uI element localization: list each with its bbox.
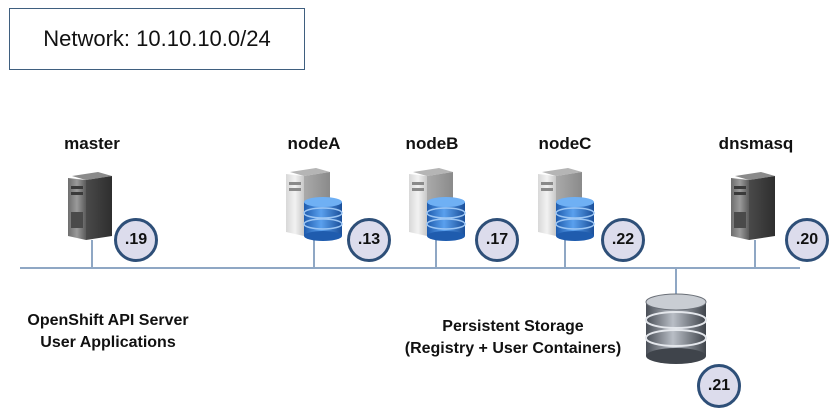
storage-database-icon	[645, 293, 707, 364]
ip-badge-nodec: .22	[601, 218, 645, 262]
master-caption: OpenShift API Server User Applications	[27, 310, 188, 354]
ip-badge-nodea-label: .13	[357, 231, 381, 248]
host-label-dnsmasq: dnsmasq	[718, 134, 794, 153]
ip-badge-nodeb: .17	[475, 218, 519, 262]
drop-storage	[675, 268, 677, 294]
nodeb-server-icon	[409, 168, 466, 241]
dnsmasq-server-icon	[731, 172, 775, 240]
host-label-nodea: nodeA	[287, 134, 341, 153]
master-caption-line2: User Applications	[40, 334, 176, 351]
ip-badge-dnsmasq-label: .20	[795, 231, 819, 248]
drop-nodea	[313, 240, 315, 268]
storage-caption-line1: Persistent Storage	[442, 318, 584, 335]
master-caption-line1: OpenShift API Server	[27, 312, 189, 329]
storage-caption: Persistent Storage (Registry + User Cont…	[405, 316, 622, 360]
nodec-server-icon	[538, 168, 595, 241]
host-label-master: master	[64, 134, 120, 153]
ip-badge-nodea: .13	[347, 218, 391, 262]
network-label: Network: 10.10.10.0/24	[43, 26, 271, 51]
drop-nodeb	[435, 240, 437, 268]
host-label-nodec: nodeC	[538, 134, 592, 153]
storage-caption-line2: (Registry + User Containers)	[404, 340, 622, 357]
ip-badge-nodeb-label: .17	[485, 231, 509, 248]
host-label-nodeb: nodeB	[405, 134, 459, 153]
ip-badge-master-label: .19	[124, 231, 148, 248]
drop-master	[91, 240, 93, 268]
nodea-server-icon	[286, 168, 343, 241]
master-server-icon	[68, 172, 112, 240]
ip-badge-master: .19	[114, 218, 158, 262]
drop-dnsmasq	[754, 240, 756, 268]
ip-badge-dnsmasq: .20	[785, 218, 829, 262]
ip-badge-nodec-label: .22	[611, 231, 635, 248]
network-bus	[20, 267, 800, 269]
ip-badge-storage-label: .21	[707, 377, 731, 394]
drop-nodec	[564, 240, 566, 268]
network-label-box: Network: 10.10.10.0/24	[9, 8, 305, 70]
ip-badge-storage: .21	[697, 364, 741, 408]
